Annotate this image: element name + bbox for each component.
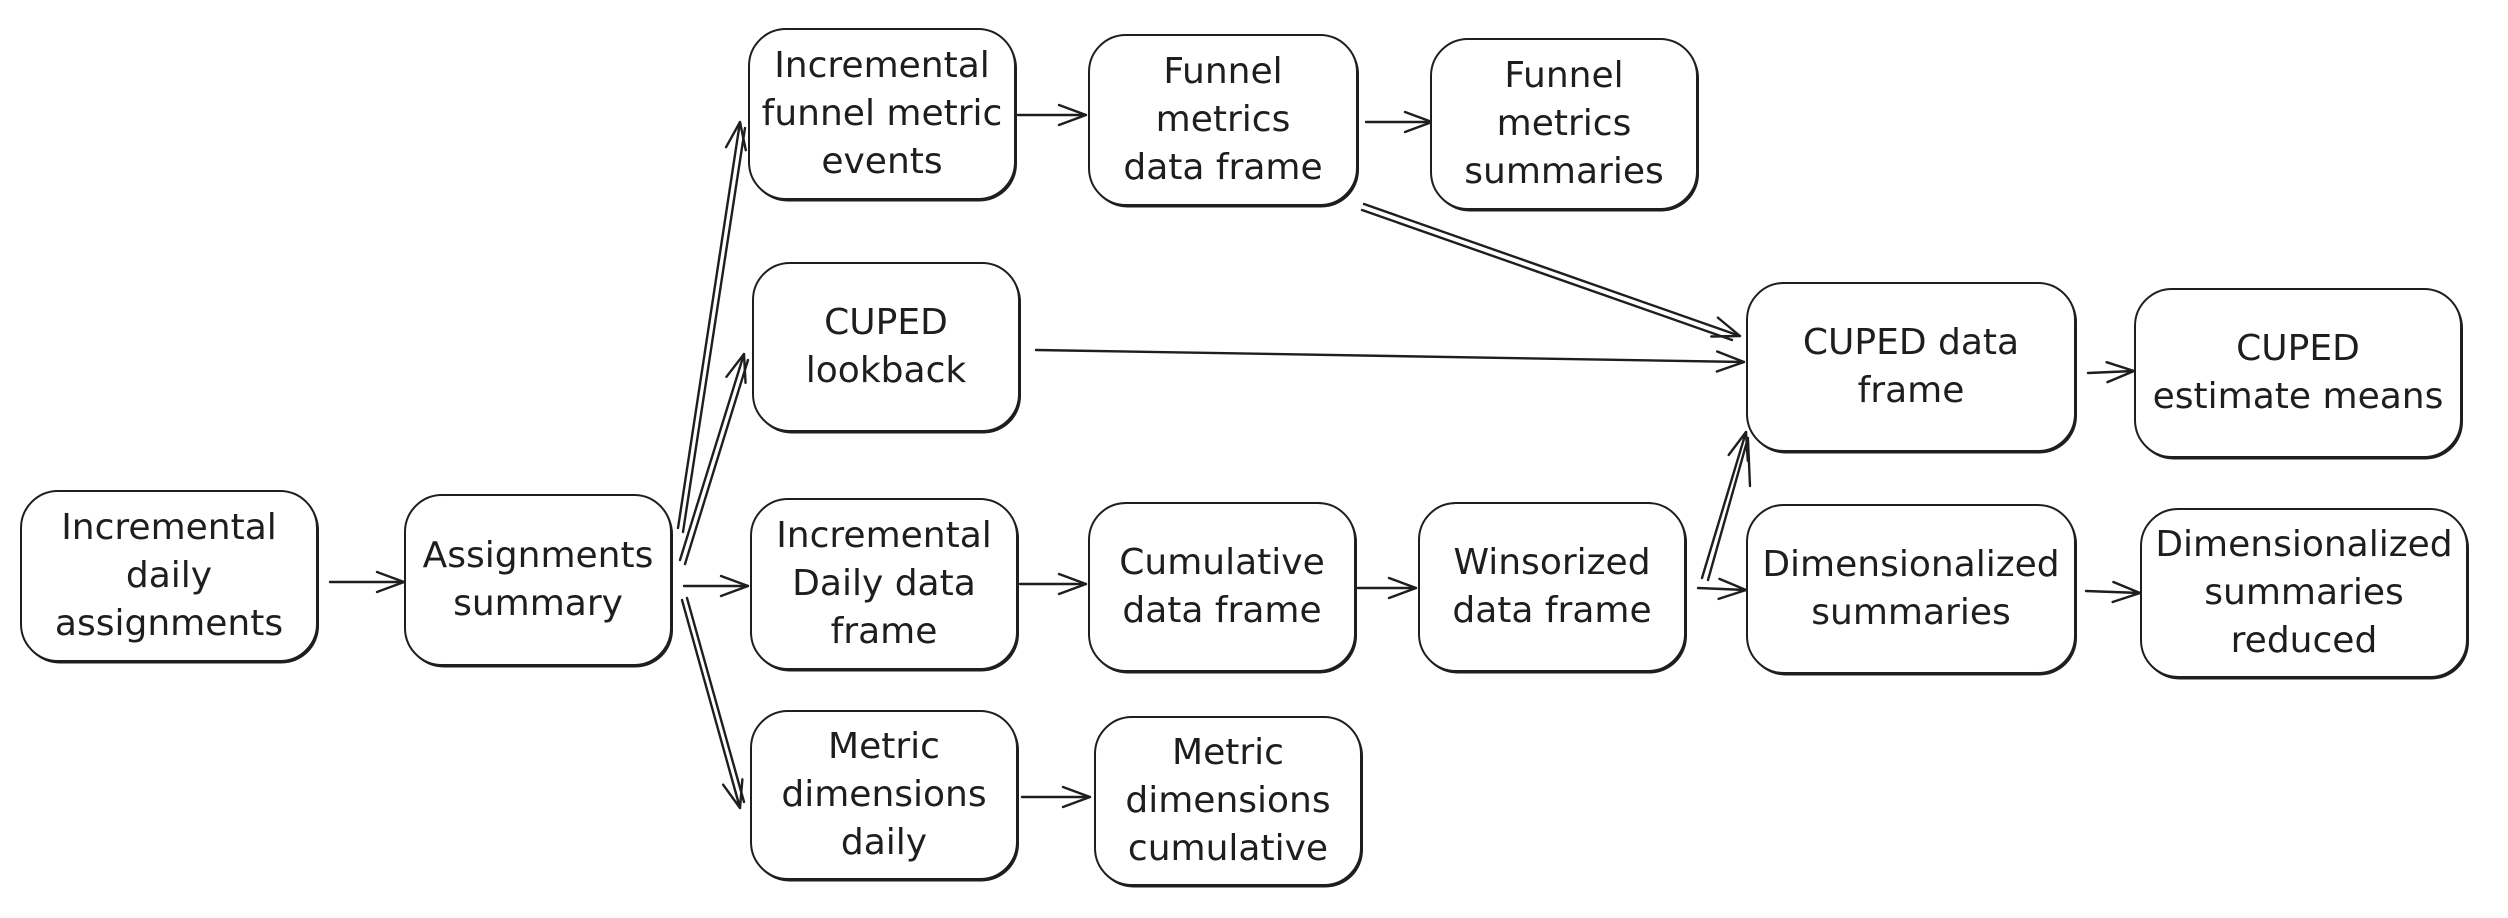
node-cumulative-data-frame: Cumulative data frame [1088,502,1356,672]
edge-summary-to-metric-dims-daily-stroke2 [685,596,746,804]
edge-winsorized-to-cuped-df [1700,430,1746,580]
node-label: CUPED lookback [805,302,967,391]
node-label: Incremental funnel metric events [761,45,1003,182]
edge-summary-to-funnel-events [676,120,740,530]
edge-summary-to-cuped-lookback [678,352,744,562]
node-label: Dimensionalized summaries [1762,544,2060,633]
edge-dim-summaries-to-reduced [2084,591,2142,593]
node-label: CUPED data frame [1802,322,2020,411]
node-label: Funnel metrics summaries [1464,55,1664,192]
node-winsorized-data-frame: Winsorized data frame [1418,502,1686,672]
node-metric-dimensions-cumulative: Metric dimensions cumulative [1094,716,1362,886]
node-cuped-lookback: CUPED lookback [752,262,1020,432]
node-incremental-daily-assignments: Incremental daily assignments [20,490,318,662]
node-dimensionalized-summaries-reduced: Dimensionalized summaries reduced [2140,508,2468,678]
node-label: Dimensionalized summaries reduced [2155,524,2453,661]
node-funnel-metrics-summaries: Funnel metrics summaries [1430,38,1698,210]
node-label: Incremental daily assignments [54,507,284,644]
edge-summary-to-cuped-lookback-stroke2 [683,358,750,566]
node-assignments-summary: Assignments summary [404,494,672,666]
node-metric-dimensions-daily: Metric dimensions daily [750,710,1018,880]
node-label: Incremental Daily data frame [776,515,992,652]
edge-winsorized-to-dim-summaries [1696,588,1748,590]
edge-winsorized-to-cuped-df-stroke2 [1706,436,1750,582]
edge-funnel-df-to-cuped-df [1362,202,1742,336]
edge-winsorized-to-cuped-df-stroke3 [1746,438,1752,488]
edge-cuped-df-to-estimate-means [2086,371,2136,373]
node-incremental-daily-data-frame: Incremental Daily data frame [750,498,1018,670]
node-incremental-funnel-metric-events: Incremental funnel metric events [748,28,1016,200]
node-label: Cumulative data frame [1119,542,1325,631]
node-label: Assignments summary [422,535,654,624]
edge-cuped-lookback-to-cuped-df [1034,348,1746,362]
edge-funnel-df-to-cuped-df-stroke2 [1360,208,1734,342]
node-label: Metric dimensions daily [781,726,987,863]
node-label: Winsorized data frame [1452,542,1652,631]
node-label: Metric dimensions cumulative [1125,732,1331,869]
node-label: CUPED estimate means [2152,328,2444,417]
edge-summary-to-metric-dims-daily [680,598,740,810]
node-dimensionalized-summaries: Dimensionalized summaries [1746,504,2076,674]
node-funnel-metrics-data-frame: Funnel metrics data frame [1088,34,1358,206]
node-cuped-estimate-means: CUPED estimate means [2134,288,2462,458]
node-label: Funnel metrics data frame [1123,51,1323,188]
edge-summary-to-funnel-events-stroke2 [681,126,747,534]
node-cuped-data-frame: CUPED data frame [1746,282,2076,452]
